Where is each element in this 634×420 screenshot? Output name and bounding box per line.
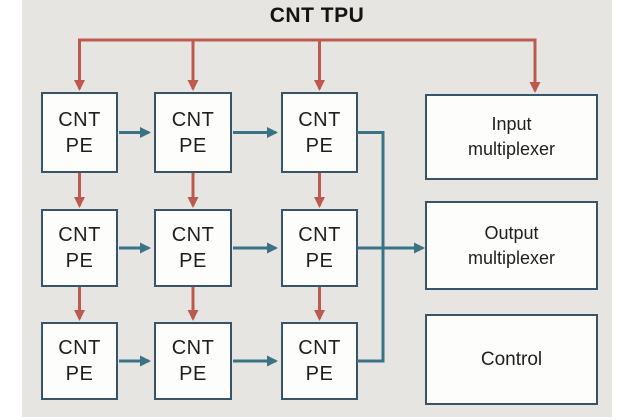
cnt-pe-box-r1c1: CNT PE xyxy=(41,92,118,173)
pe-label-line2: PE xyxy=(305,363,334,385)
pe-label-line2: PE xyxy=(179,134,207,157)
pe-label-line2: PE xyxy=(305,134,334,157)
pe-label-line1: CNT xyxy=(298,108,341,131)
pe-label-line1: CNT xyxy=(171,337,215,359)
pe-label-line1: CNT xyxy=(298,337,341,359)
control-box: Control xyxy=(425,314,598,405)
cnt-pe-box-r3c3: CNT PE xyxy=(281,322,358,400)
input-multiplexer-label-line2: multiplexer xyxy=(467,139,556,159)
pe-label-line1: CNT xyxy=(171,108,215,131)
input-multiplexer-label-line1: Input xyxy=(491,114,532,134)
output-multiplexer-label-line1: Output xyxy=(484,222,539,243)
cnt-pe-box-r2c2: CNT PE xyxy=(154,209,232,287)
cnt-pe-box-r1c2: CNT PE xyxy=(154,92,232,173)
pe-label-line1: CNT xyxy=(58,224,101,246)
pe-label-line2: PE xyxy=(179,363,207,385)
input-multiplexer-box: Input multiplexer xyxy=(425,94,598,180)
pe-label-line2: PE xyxy=(305,250,334,272)
cnt-pe-box-r1c3: CNT PE xyxy=(281,92,358,173)
output-multiplexer-box: Output multiplexer xyxy=(425,201,598,290)
control-label: Control xyxy=(480,349,543,370)
pe-label-line1: CNT xyxy=(298,224,341,246)
pe-label-line2: PE xyxy=(65,250,94,272)
cnt-pe-box-r3c2: CNT PE xyxy=(154,322,232,400)
diagram-title: CNT TPU xyxy=(269,4,365,27)
pe-label-line2: PE xyxy=(65,134,94,157)
pe-label-line2: PE xyxy=(65,363,94,385)
cnt-pe-box-r3c1: CNT PE xyxy=(41,322,118,400)
pe-label-line1: CNT xyxy=(171,224,215,246)
pe-label-line2: PE xyxy=(179,250,207,272)
pe-label-line1: CNT xyxy=(58,108,101,131)
pe-label-line1: CNT xyxy=(58,337,101,359)
output-multiplexer-label-line2: multiplexer xyxy=(467,247,556,268)
cnt-pe-box-r2c1: CNT PE xyxy=(41,209,118,287)
cnt-pe-box-r2c3: CNT PE xyxy=(281,209,358,287)
